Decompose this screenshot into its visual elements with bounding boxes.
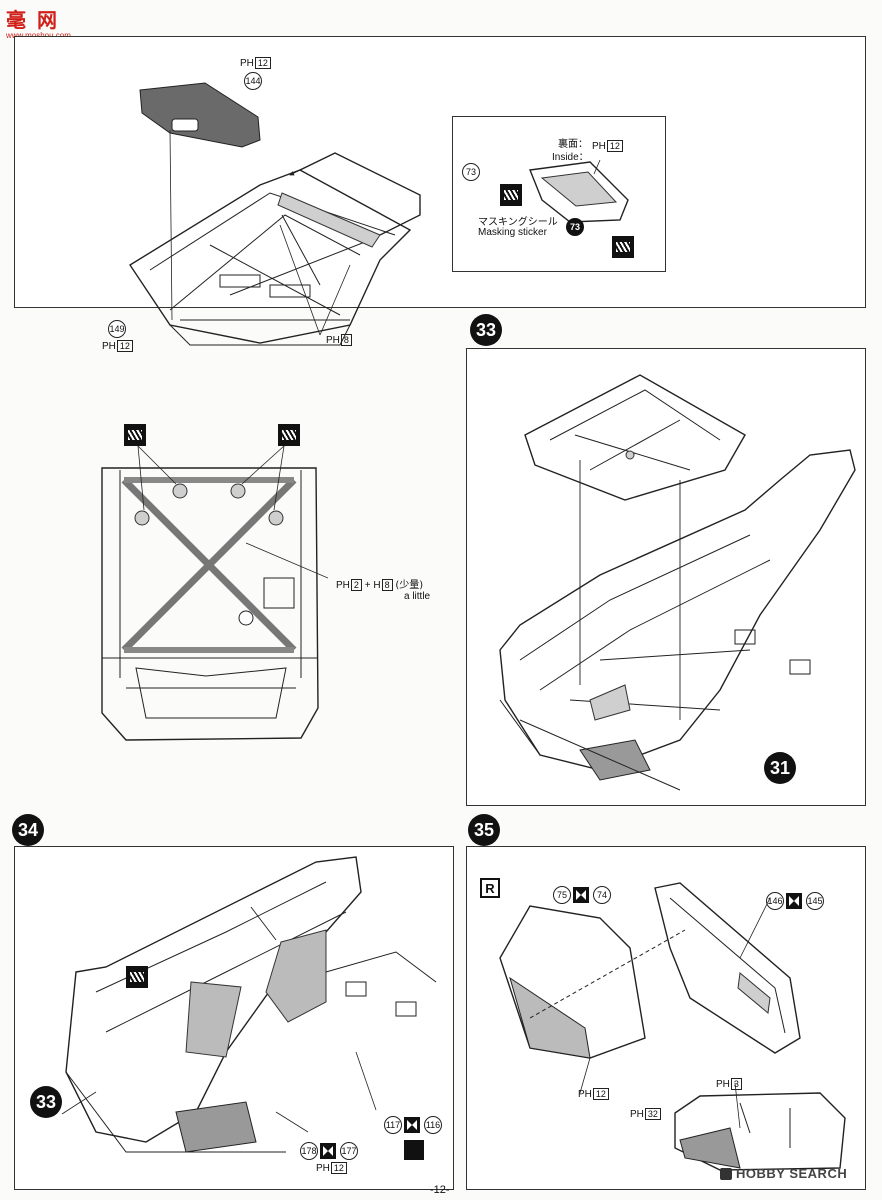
masking-icon-b xyxy=(612,236,634,258)
hobby-search-text: HOBBY SEARCH xyxy=(736,1166,848,1181)
part-number-117: 117 xyxy=(384,1116,402,1134)
part-number-146: 146 xyxy=(766,892,784,910)
site-logo: 毫 网 www.moshou.com xyxy=(6,4,78,40)
paint-prefix-b: H xyxy=(373,580,381,591)
paint-number: 3 xyxy=(730,1078,742,1090)
ref-step-33: 33 xyxy=(30,1086,62,1118)
part-number-145: 145 xyxy=(806,892,824,910)
part-link-icon-117 xyxy=(404,1117,420,1133)
paint-number: 12 xyxy=(330,1162,347,1174)
ref-step-31: 31 xyxy=(764,752,796,784)
paint-prefix: PH xyxy=(716,1079,730,1090)
step-35-door-drawing xyxy=(499,882,846,1171)
hobby-search-watermark: HOBBY SEARCH xyxy=(720,1166,847,1181)
paint-number: 32 xyxy=(644,1108,661,1120)
frame-topview-drawing xyxy=(101,445,328,741)
paint-number-b: 8 xyxy=(381,579,393,591)
paint-prefix: PH xyxy=(240,58,254,69)
paint-prefix: PH xyxy=(592,141,606,152)
step-33-drawing xyxy=(499,374,856,791)
inside-label-jp: 裏面： xyxy=(558,139,588,150)
hobby-search-icon xyxy=(720,1167,732,1180)
step-number-35: 35 xyxy=(468,814,500,846)
plus-sign: + xyxy=(364,580,371,591)
step-34-drawing xyxy=(61,856,437,1153)
site-logo-url: www.moshou.com xyxy=(6,31,78,40)
paint-number-a: 2 xyxy=(350,579,362,591)
paint-prefix: PH xyxy=(316,1163,330,1174)
paint-prefix-a: PH xyxy=(336,580,350,591)
part-number-178: 178 xyxy=(300,1142,318,1160)
part-number-75: 75 xyxy=(553,886,571,904)
masking-icon-c xyxy=(124,424,146,446)
site-logo-text: 毫 网 xyxy=(6,8,59,32)
step-number-34: 34 xyxy=(12,814,44,846)
paint-number: 12 xyxy=(592,1088,609,1100)
page-number: -12- xyxy=(430,1184,450,1196)
step-33-panel xyxy=(466,348,866,806)
part-number-74: 74 xyxy=(593,886,611,904)
paint-prefix: PH xyxy=(578,1089,592,1100)
part-number-116: 116 xyxy=(424,1116,442,1134)
amount-note-en: a little xyxy=(404,591,431,602)
part-number-149: 149 xyxy=(108,320,126,338)
part-number-73-a: 73 xyxy=(462,163,480,181)
part-number-144: 144 xyxy=(244,72,262,90)
masking-icon-a xyxy=(500,184,522,206)
paint-number: 12 xyxy=(254,57,271,69)
paint-prefix: PH xyxy=(326,335,340,346)
amount-note-jp: (少量) xyxy=(395,580,424,591)
part-link-icon-146 xyxy=(786,893,802,909)
diffuser-part-drawing xyxy=(529,160,629,223)
masking-icon-e xyxy=(126,966,148,988)
masking-label-jp: マスキングシール xyxy=(478,217,558,228)
rear-frame-drawing xyxy=(129,82,421,346)
paint-number: 12 xyxy=(116,340,133,352)
part-link-icon-178 xyxy=(320,1143,336,1159)
part-number-177: 177 xyxy=(340,1142,358,1160)
part-number-73-b: 73 xyxy=(566,218,584,236)
masking-label-en: Masking sticker xyxy=(478,227,547,238)
masking-icon-d xyxy=(278,424,300,446)
step-number-33: 33 xyxy=(470,314,502,346)
paint-prefix: PH xyxy=(630,1109,644,1120)
paint-number: 8 xyxy=(340,334,352,346)
inside-label-en: Inside： xyxy=(552,152,589,163)
paint-number: 12 xyxy=(606,140,623,152)
part-link-icon-75 xyxy=(573,887,589,903)
paint-prefix: PH xyxy=(102,341,116,352)
glue-tube-icon xyxy=(404,1140,424,1160)
top-assembly-panel xyxy=(14,36,866,308)
side-label-r: R xyxy=(480,878,500,898)
